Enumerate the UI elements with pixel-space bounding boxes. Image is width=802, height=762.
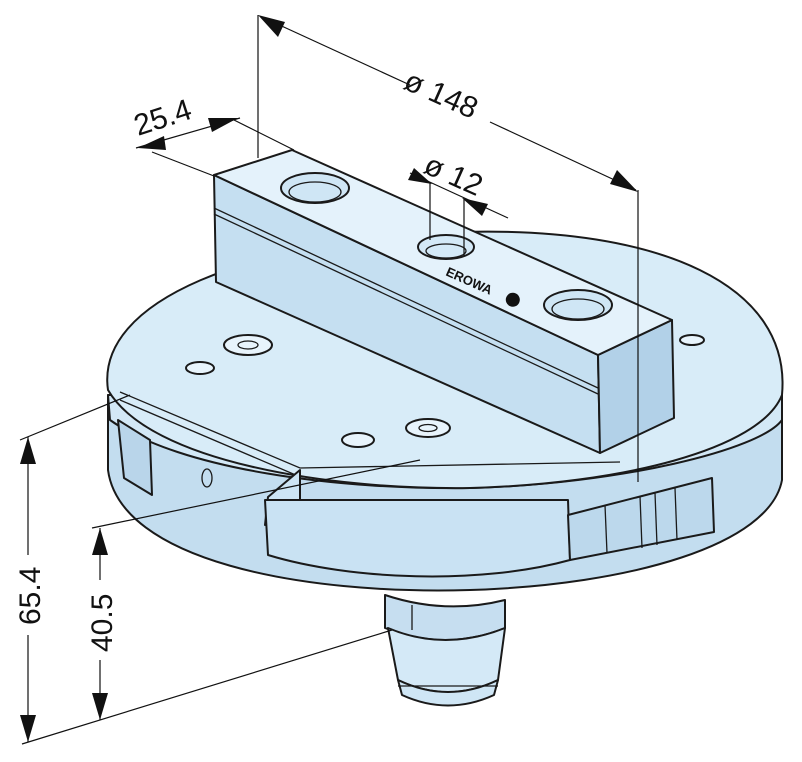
ext-line	[151, 151, 215, 177]
arrow-head	[20, 715, 36, 742]
locating-hole-1-inner	[237, 340, 259, 350]
slot-line-3	[654, 492, 658, 546]
arrow-head	[462, 198, 488, 216]
dim-label-bar-width: 25.4	[130, 93, 196, 142]
small-hole-3	[679, 334, 705, 346]
dim-label-hole-diameter: ø 12	[419, 148, 487, 203]
label-backdrop	[12, 555, 44, 635]
arrow-head	[610, 170, 638, 192]
bar-hole-right	[543, 289, 613, 321]
bar-groove	[213, 207, 599, 389]
label-backdrop	[84, 580, 116, 660]
locating-hole-2	[405, 418, 451, 438]
locating-hole-1	[223, 334, 273, 356]
split-groove-2	[119, 399, 299, 477]
side-hole	[201, 468, 213, 488]
bar-hole-center	[417, 234, 475, 260]
arrow-head	[208, 118, 238, 132]
spigot	[384, 594, 506, 707]
small-hole-1	[185, 361, 215, 375]
slot-line-1	[604, 504, 608, 554]
bar-hole-center-inner	[425, 243, 467, 259]
dim-line-a	[261, 16, 411, 86]
dim-line-b	[489, 121, 637, 191]
arrow-head	[258, 15, 285, 37]
dimension-overall-height: 65.4	[12, 394, 393, 745]
ext-line	[91, 459, 421, 529]
arrow-head	[408, 168, 432, 184]
locating-hole-2-inner	[418, 423, 438, 433]
bar-hole-right-inner	[551, 298, 605, 320]
bar-hole-left	[280, 172, 350, 204]
ext-line	[233, 119, 295, 151]
dim-label-overall-height: 65.4	[14, 567, 47, 625]
dim-label-overall-diameter: ø 148	[399, 64, 483, 125]
split-groove	[119, 391, 621, 469]
arrow-head	[20, 437, 36, 464]
slot-line-2	[639, 495, 643, 549]
dim-label-body-height: 40.5	[86, 594, 119, 652]
dimension-body-height: 40.5	[84, 459, 421, 720]
side-pocket-left	[117, 419, 153, 496]
top-bar: EROWA	[213, 149, 675, 454]
ext-line	[21, 629, 393, 745]
bar-hole-left-inner	[288, 181, 342, 203]
arrow-head	[92, 693, 108, 720]
ext-line	[19, 394, 131, 441]
small-hole-2	[341, 432, 375, 448]
bar-groove-2	[213, 213, 599, 395]
spigot-tip	[397, 679, 499, 707]
slot-line-4	[674, 487, 678, 541]
front-slide-face	[264, 499, 571, 578]
logo-mark-icon	[505, 292, 520, 307]
arrow-head	[138, 136, 166, 150]
arrow-head	[92, 528, 108, 555]
